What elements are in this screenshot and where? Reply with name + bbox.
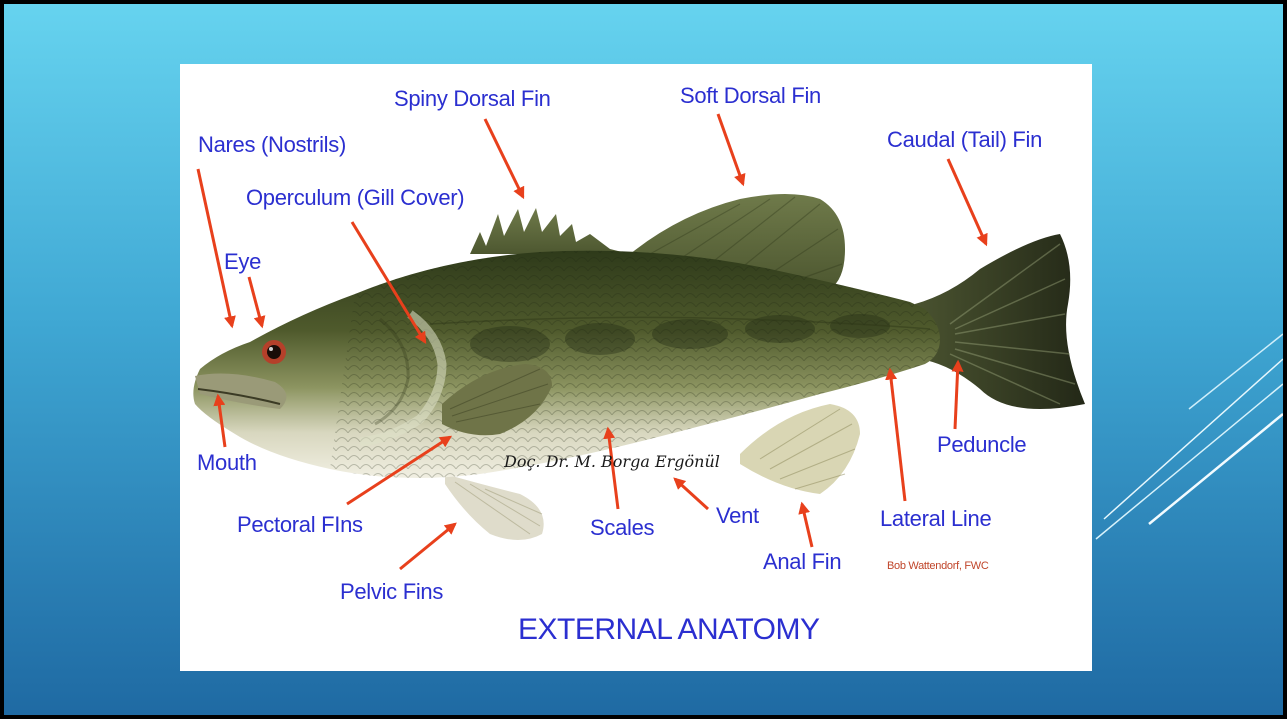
arrow-pelvic [400, 524, 455, 569]
label-operculum: Operculum (Gill Cover) [246, 187, 464, 209]
label-eye: Eye [224, 251, 261, 273]
label-lateral-line: Lateral Line [880, 508, 991, 530]
label-caudal-fin: Caudal (Tail) Fin [887, 129, 1042, 151]
arrow-caudal [948, 159, 986, 244]
anal-fin-shape [740, 404, 860, 494]
label-peduncle: Peduncle [937, 434, 1026, 456]
anatomy-figure: Spiny Dorsal Fin Soft Dorsal Fin Caudal … [180, 64, 1092, 671]
label-pelvic-fins: Pelvic Fins [340, 581, 443, 603]
label-scales: Scales [590, 517, 654, 539]
spiny-dorsal-fin-shape [470, 208, 630, 254]
figure-title: EXTERNAL ANATOMY [518, 615, 820, 645]
label-soft-dorsal-fin: Soft Dorsal Fin [680, 85, 821, 107]
label-anal-fin: Anal Fin [763, 551, 841, 573]
arrow-peduncle [955, 362, 958, 429]
arrow-soft-dorsal [718, 114, 743, 184]
slide: Spiny Dorsal Fin Soft Dorsal Fin Caudal … [4, 4, 1283, 715]
label-nares: Nares (Nostrils) [198, 134, 346, 156]
arrow-eye [249, 277, 262, 326]
author-watermark: Doç. Dr. M. Borga Ergönül [504, 452, 720, 471]
arrow-nares [198, 169, 232, 326]
label-vent: Vent [716, 505, 759, 527]
caudal-fin-shape [915, 234, 1085, 409]
label-spiny-dorsal-fin: Spiny Dorsal Fin [394, 88, 551, 110]
label-mouth: Mouth [197, 452, 257, 474]
arrow-anal [802, 504, 812, 547]
arrow-spiny-dorsal [485, 119, 523, 197]
image-credit: Bob Wattendorf, FWC [887, 560, 988, 572]
arrow-vent [675, 479, 708, 509]
arrow-lateral-line [890, 370, 905, 501]
pelvic-fin-shape [445, 474, 544, 540]
label-pectoral-fins: Pectoral FIns [237, 514, 363, 536]
